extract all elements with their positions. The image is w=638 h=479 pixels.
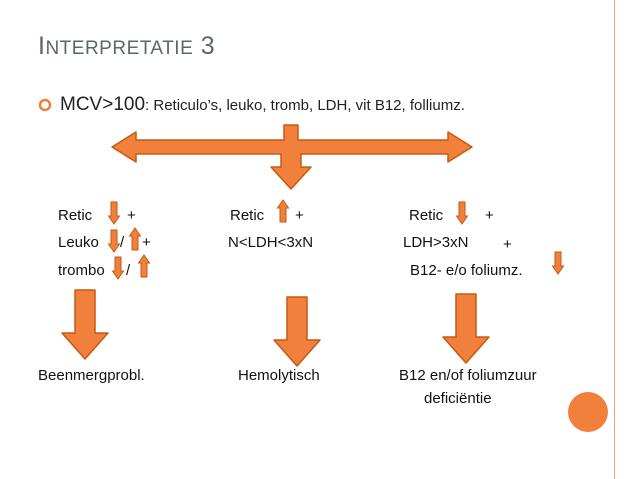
right-result-line2: deficiëntie (424, 390, 492, 407)
ring-bullet-icon (38, 98, 52, 112)
right-retic-sign: + (485, 207, 494, 224)
middle-retic-label: Retic (230, 207, 265, 224)
arrow-down-icon (107, 229, 121, 253)
arrow-down-icon (111, 256, 125, 280)
arrow-up-icon (128, 227, 142, 251)
bullet-lead: MCV>100 (60, 94, 146, 115)
bullet-text: MCV>100: Reticulo’s, leuko, tromb, LDH, … (60, 94, 465, 116)
right-result-line1: B12 en/of foliumzuur (399, 367, 537, 384)
decor-circle-icon (568, 392, 608, 432)
arrow-up-icon (276, 199, 290, 223)
arrow-down-icon (442, 293, 490, 364)
right-ldh-sign: + (503, 236, 512, 253)
left-trombo-label: trombo (58, 262, 105, 279)
left-trombo-slash: / (126, 262, 131, 279)
right-b12: B12- e/o foliumz. (410, 262, 523, 279)
left-leuko-slash: / (120, 234, 125, 251)
left-leuko-label: Leuko (58, 234, 99, 251)
arrow-down-icon (273, 296, 321, 367)
decor-vertical-line (614, 0, 615, 479)
title-first-letter: I (38, 32, 46, 60)
middle-ldh: N<LDH<3xN (228, 234, 314, 251)
arrow-down-icon (551, 251, 565, 275)
right-ldh: LDH>3xN (403, 234, 469, 251)
arrow-down-icon (455, 201, 469, 225)
title-number: 3 (200, 32, 216, 60)
left-result: Beenmergprobl. (38, 367, 145, 384)
middle-retic-sign: + (295, 207, 304, 224)
left-retic-label: Retic (58, 207, 93, 224)
arrow-down-icon (107, 201, 121, 225)
slide-title: INTERPRETATIE 3 (38, 32, 215, 61)
bullet-rest: : Reticulo’s, leuko, tromb, LDH, vit B12… (145, 97, 465, 114)
middle-result: Hemolytisch (238, 367, 320, 384)
left-leuko-sign: + (142, 234, 151, 251)
title-rest: NTERPRETATIE (45, 38, 194, 59)
right-retic-label: Retic (409, 207, 444, 224)
arrow-down-icon (61, 289, 109, 360)
arrow-up-icon (137, 254, 151, 278)
left-retic-sign: + (127, 207, 136, 224)
